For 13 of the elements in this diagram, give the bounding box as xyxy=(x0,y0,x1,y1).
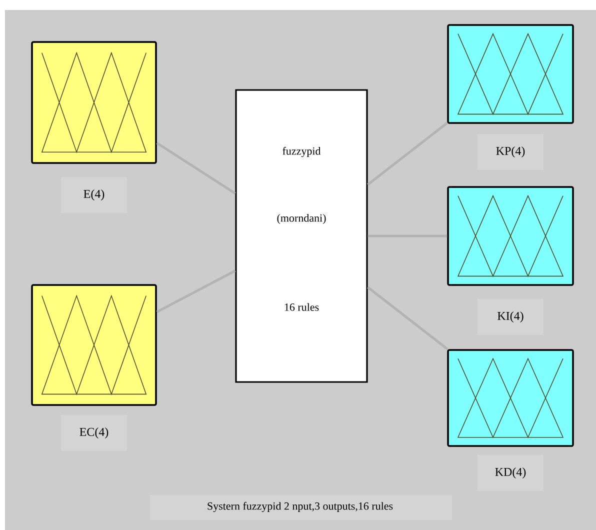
box-text: 16 rules xyxy=(284,303,319,311)
connector-line xyxy=(156,142,236,194)
node-label: E(4) xyxy=(61,177,127,213)
node-label: KD(4) xyxy=(478,455,544,491)
caption: Systern fuzzypid 2 nput,3 outputs,16 rules xyxy=(150,495,452,520)
connector-line xyxy=(156,270,236,314)
node-label: KI(4) xyxy=(478,299,544,335)
node-label: EC(4) xyxy=(61,415,127,451)
box-text: (morndani) xyxy=(277,214,326,224)
box-text: fuzzypid xyxy=(282,146,321,158)
connector-line xyxy=(367,122,448,186)
node-label: KP(4) xyxy=(478,134,544,170)
connector-line xyxy=(367,286,448,350)
